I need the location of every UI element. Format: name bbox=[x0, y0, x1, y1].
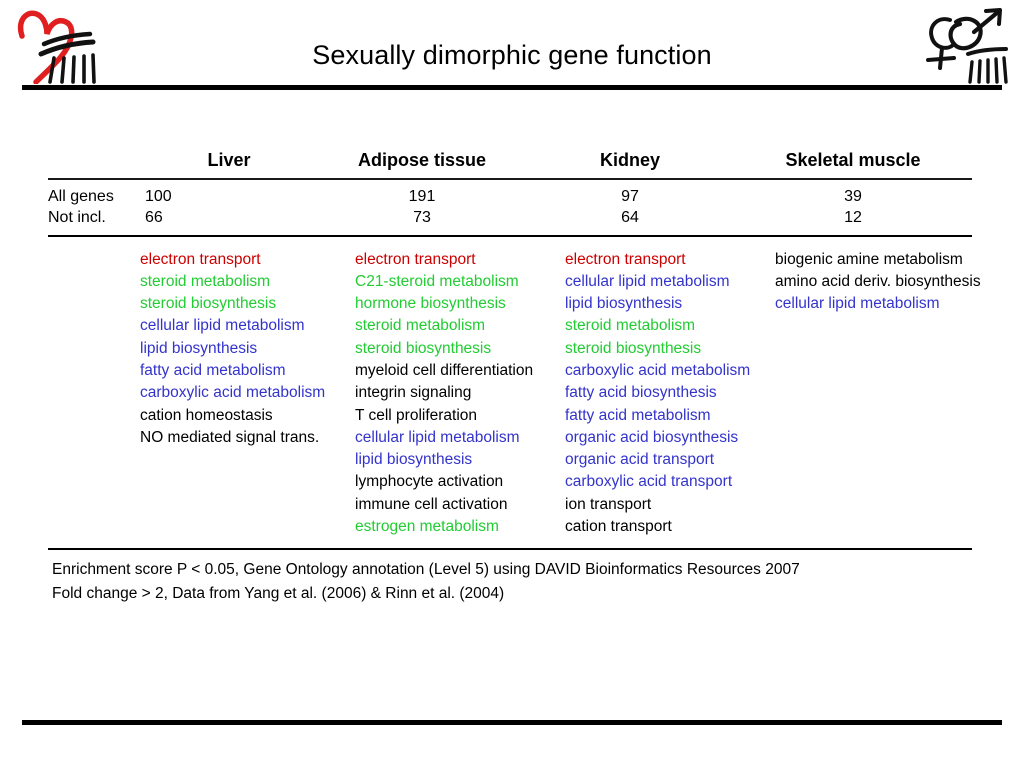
column-header-skeletal-muscle: Skeletal muscle bbox=[785, 150, 921, 170]
go-term: steroid metabolism bbox=[565, 317, 696, 335]
slide-header: Sexually dimorphic gene function bbox=[0, 0, 1024, 90]
go-term: electron transport bbox=[565, 250, 686, 268]
column-header-kidney: Kidney bbox=[599, 150, 660, 170]
table-header-row: Liver Adipose tissue Kidney Skeletal mus… bbox=[48, 150, 972, 178]
go-term: steroid biosynthesis bbox=[140, 295, 277, 313]
column-header-adipose-tissue: Adipose tissue bbox=[357, 150, 487, 170]
go-term: T cell proliferation bbox=[355, 406, 478, 424]
table-rule-under-headers bbox=[48, 178, 972, 180]
go-term: lymphocyte activation bbox=[355, 473, 504, 491]
terms-column-liver: electron transport steroid metabolism ster… bbox=[140, 249, 355, 539]
go-term: carboxylic acid metabolism bbox=[140, 384, 326, 402]
go-term: organic acid transport bbox=[565, 451, 715, 469]
go-term: carboxylic acid metabolism bbox=[565, 361, 751, 379]
terms-column-kidney: electron transport cellular lipid metabol… bbox=[565, 249, 775, 539]
go-term: fatty acid metabolism bbox=[140, 361, 286, 379]
go-term: steroid metabolism bbox=[355, 317, 486, 335]
cell-not-incl-kidney: 64 bbox=[621, 208, 639, 226]
cell-all-genes-kidney: 97 bbox=[621, 187, 639, 205]
go-term: electron transport bbox=[140, 250, 261, 268]
header-spacer bbox=[48, 150, 140, 171]
page-title: Sexually dimorphic gene function bbox=[312, 40, 712, 70]
go-term: lipid biosynthesis bbox=[565, 295, 683, 313]
go-term: C21-steroid metabolism bbox=[355, 272, 519, 290]
go-term: myeloid cell differentiation bbox=[355, 361, 534, 379]
go-term: fatty acid biosynthesis bbox=[565, 384, 717, 402]
footnote-line-2: Fold change > 2, Data from Yang et al. (… bbox=[52, 585, 505, 602]
cell-not-incl-liver: 66 bbox=[145, 208, 163, 226]
cell-all-genes-skeletal-muscle: 39 bbox=[844, 187, 862, 205]
table-row-all-genes: All genes 100 191 97 39 bbox=[48, 186, 972, 207]
go-term: cellular lipid metabolism bbox=[565, 272, 730, 290]
footnotes: Enrichment score P < 0.05, Gene Ontology… bbox=[52, 558, 972, 606]
go-term: cation transport bbox=[565, 518, 672, 536]
go-term: integrin signaling bbox=[355, 384, 472, 402]
heart-brush-logo bbox=[14, 6, 106, 85]
terms-spacer bbox=[48, 249, 140, 539]
go-term: immune cell activation bbox=[355, 495, 508, 513]
go-term: cellular lipid metabolism bbox=[140, 317, 305, 335]
footer-divider bbox=[22, 720, 1002, 725]
go-term: electron transport bbox=[355, 250, 476, 268]
go-term: ion transport bbox=[565, 495, 652, 513]
counts-block: All genes 100 191 97 39 Not incl. 66 73 … bbox=[48, 180, 972, 235]
go-term: cellular lipid metabolism bbox=[775, 295, 940, 313]
table-rule-under-counts bbox=[48, 234, 972, 237]
table-rule-above-footnotes bbox=[48, 548, 972, 551]
terms-column-skeletal-muscle: biogenic amine metabolism amino acid deri… bbox=[775, 249, 981, 539]
header-divider bbox=[22, 85, 1002, 90]
go-term: NO mediated signal trans. bbox=[140, 428, 320, 446]
go-term: biogenic amine metabolism bbox=[775, 250, 963, 268]
go-term: cellular lipid metabolism bbox=[355, 428, 520, 446]
column-header-liver: Liver bbox=[207, 150, 251, 170]
go-term: estrogen metabolism bbox=[355, 518, 499, 536]
cell-not-incl-skeletal-muscle: 12 bbox=[844, 208, 862, 226]
go-term: organic acid biosynthesis bbox=[565, 428, 739, 446]
footnote-line-1: Enrichment score P < 0.05, Gene Ontology… bbox=[52, 561, 800, 578]
cell-not-incl-adipose: 73 bbox=[413, 208, 431, 226]
row-label-not-incl: Not incl. bbox=[48, 208, 106, 226]
go-term: amino acid deriv. biosynthesis bbox=[775, 272, 981, 290]
table-row-not-incl: Not incl. 66 73 64 12 bbox=[48, 207, 972, 228]
cell-all-genes-liver: 100 bbox=[145, 187, 172, 205]
go-term: steroid biosynthesis bbox=[355, 339, 492, 357]
go-term: lipid biosynthesis bbox=[355, 451, 473, 469]
go-terms-block: electron transport steroid metabolism ster… bbox=[48, 237, 981, 549]
go-term: lipid biosynthesis bbox=[140, 339, 258, 357]
cell-all-genes-adipose: 191 bbox=[408, 187, 436, 205]
male-female-symbols-logo bbox=[916, 6, 1010, 84]
go-term: carboxylic acid transport bbox=[565, 473, 733, 491]
go-term: fatty acid metabolism bbox=[565, 406, 711, 424]
go-term: cation homeostasis bbox=[140, 406, 273, 424]
go-term: hormone biosynthesis bbox=[355, 295, 506, 313]
go-term: steroid biosynthesis bbox=[565, 339, 702, 357]
row-label-all-genes: All genes bbox=[48, 187, 114, 205]
go-term: steroid metabolism bbox=[140, 272, 271, 290]
gene-function-table: Liver Adipose tissue Kidney Skeletal mus… bbox=[48, 150, 981, 551]
